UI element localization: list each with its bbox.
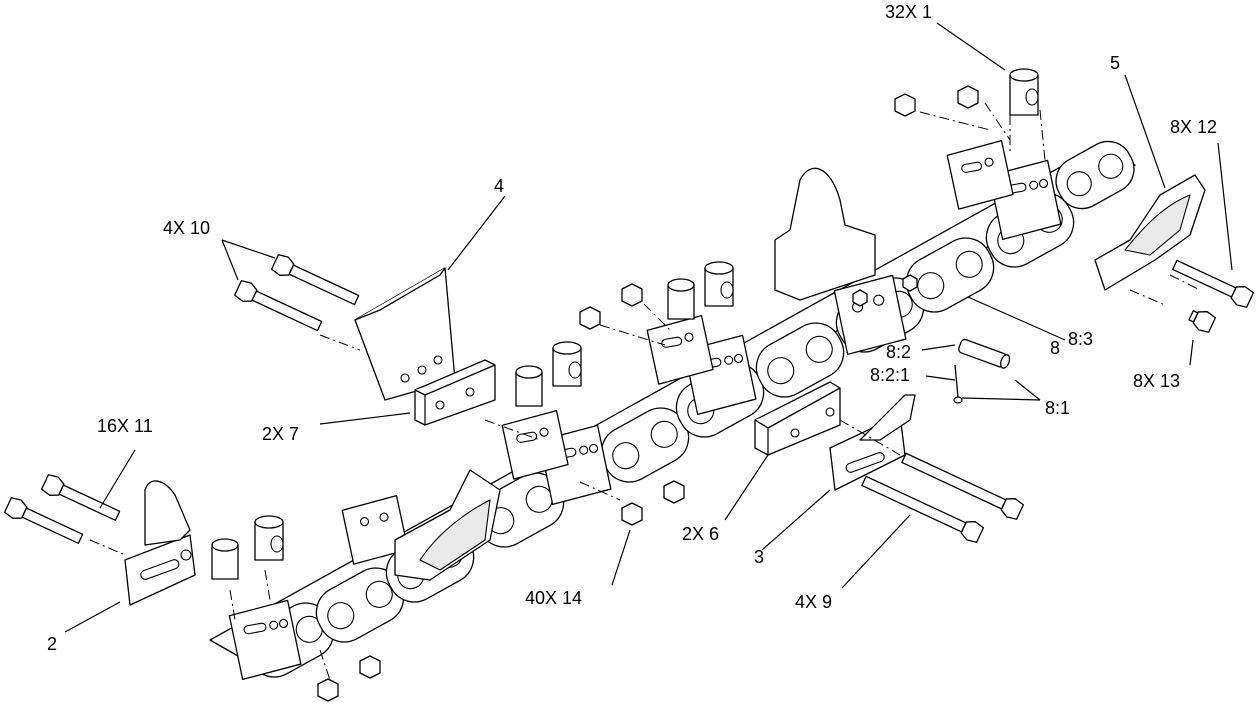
callout-8x12: 8X 12 xyxy=(1170,117,1217,137)
part-2-end-bracket xyxy=(124,480,196,606)
part-11-bolts xyxy=(3,474,126,556)
callout-2x6: 2X 6 xyxy=(682,524,719,544)
part-8-2-1-cotter xyxy=(953,364,963,404)
part-4-bracket xyxy=(354,267,456,401)
callout-8-2-1: 8:2:1 xyxy=(870,365,910,385)
part-13-bolts xyxy=(1188,310,1217,333)
part-5-tooth xyxy=(1094,174,1206,291)
callout-4: 4 xyxy=(494,176,504,196)
hidden-center-lines xyxy=(229,102,1201,681)
part-7-spacer-block xyxy=(414,359,496,426)
part-8-pin xyxy=(852,274,1011,404)
callout-2x7: 2X 7 xyxy=(262,424,299,444)
part-14-nuts xyxy=(317,85,979,702)
callout-16x11: 16X 11 xyxy=(97,416,153,436)
part-1-sleeves xyxy=(211,68,1039,580)
callout-5: 5 xyxy=(1110,53,1120,73)
leader-lines xyxy=(64,22,1233,633)
callout-4x10: 4X 10 xyxy=(163,218,210,238)
callout-3: 3 xyxy=(754,547,764,567)
callout-labels: 32X 1 5 8X 12 4 4X 10 8:3 8 8:2 8:2:1 8:… xyxy=(47,2,1217,654)
callout-8x13: 8X 13 xyxy=(1133,371,1180,391)
chain-assembly xyxy=(209,140,1136,681)
callout-40x14: 40X 14 xyxy=(525,588,582,608)
part-12-bolts xyxy=(1172,259,1255,308)
part-3-end-bracket xyxy=(829,394,916,491)
part-9-bolts xyxy=(861,452,1025,543)
tooth-carrier-plates xyxy=(228,140,1062,681)
cutting-teeth xyxy=(394,167,876,581)
callout-8-1: 8:1 xyxy=(1045,398,1070,418)
callout-8-2: 8:2 xyxy=(886,342,911,362)
callout-8: 8 xyxy=(1050,338,1060,358)
part-10-bolts xyxy=(233,254,361,351)
callout-8-3: 8:3 xyxy=(1068,329,1093,349)
callout-4x9: 4X 9 xyxy=(795,592,832,612)
callout-32x1: 32X 1 xyxy=(885,2,932,22)
callout-2: 2 xyxy=(47,634,57,654)
part-6-spacer-block xyxy=(754,381,841,456)
